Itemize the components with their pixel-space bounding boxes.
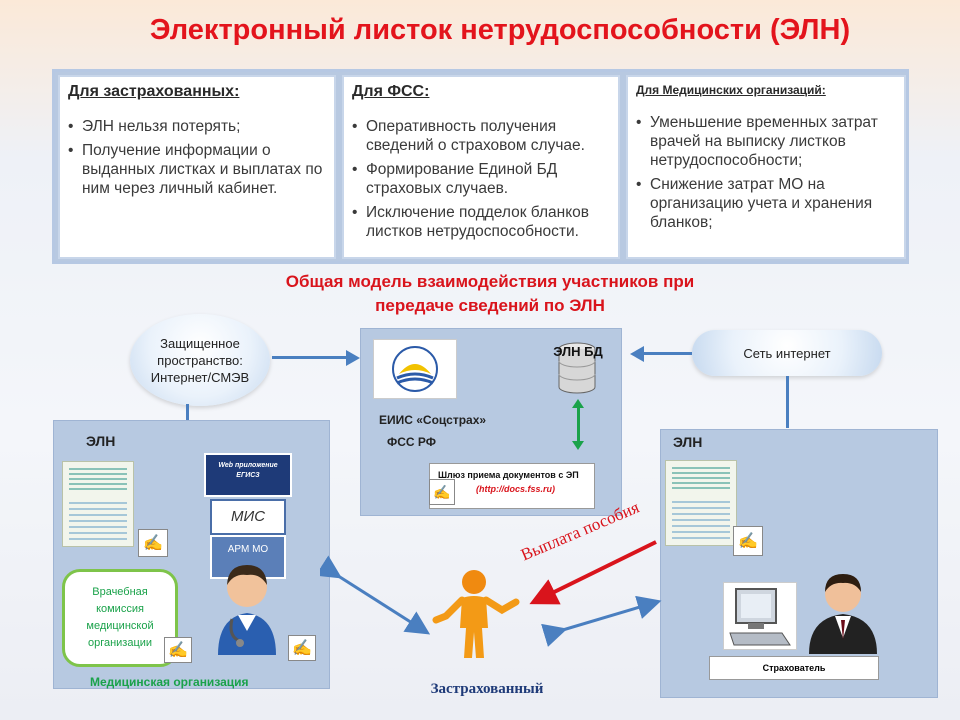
medical-commission: Врачебная комиссия медицинской организац… [62, 569, 178, 667]
insurer-label: Страхователь [709, 656, 879, 680]
fss-emblem-icon [392, 346, 438, 392]
arrow-up-icon [572, 399, 584, 408]
insured-person-icon [432, 570, 520, 658]
doctor-icon [218, 565, 276, 655]
column-heading: Для застрахованных: [68, 83, 240, 100]
connector-line [786, 376, 789, 428]
sick-leave-document [62, 461, 134, 547]
computer-icon [723, 582, 797, 650]
medical-org-caption: Медицинская организация [90, 675, 249, 689]
list-item: Уменьшение временных затрат врачей на вы… [636, 113, 896, 170]
list-item: Формирование Единой БД страховых случаев… [352, 160, 610, 198]
signature-icon: ✍ [733, 526, 763, 556]
cloud-secure-network: Защищенное пространство: Интернет/СМЭВ [130, 314, 270, 406]
insurer-person-icon [809, 574, 877, 654]
insurer-panel: ЭЛН ✍ Страхователь [660, 429, 938, 698]
medical-org-panel: ЭЛН ✍ Web приложение ЕГИСЗ МИС АРМ МО Вр… [53, 420, 330, 689]
insured-label: Застрахованный [430, 681, 544, 697]
signature-icon: ✍ [164, 637, 192, 663]
signature-icon: ✍ [288, 635, 316, 661]
database-icon [557, 341, 597, 395]
arrowhead-icon [346, 350, 360, 366]
arrow-to-center [272, 356, 352, 359]
list-item: Исключение подделок бланков листков нетр… [352, 203, 610, 241]
list-item: Снижение затрат МО на организацию учета … [636, 175, 896, 232]
signature-icon: ✍ [138, 529, 168, 557]
arrow-from-internet [644, 352, 692, 355]
flow-arrows [320, 540, 662, 647]
column-heading: Для Медицинских организаций: [636, 83, 826, 97]
column-insured: Для застрахованных: ЭЛН нельзя потерять;… [58, 75, 336, 259]
list-item: Оперативность получения сведений о страх… [352, 117, 610, 155]
sick-leave-document [665, 460, 737, 546]
eln-label: ЭЛН [673, 434, 703, 450]
fund-name: ФСС РФ [387, 435, 436, 449]
arrowhead-icon [630, 346, 644, 362]
model-subtitle: Общая модель взаимодействия участников п… [200, 270, 780, 318]
benefits-panel: Для застрахованных: ЭЛН нельзя потерять;… [52, 69, 909, 264]
sync-arrow-line [577, 405, 580, 443]
column-medical: Для Медицинских организаций: Уменьшение … [626, 75, 906, 259]
list-item: ЭЛН нельзя потерять; [68, 117, 326, 136]
column-fss: Для ФСС: Оперативность получения сведени… [342, 75, 620, 259]
list-item: Получение информации о выданных листках … [68, 141, 326, 198]
arrow-down-icon [572, 441, 584, 450]
system-name: ЕИИС «Соцстрах» [379, 413, 487, 427]
db-label: ЭЛН БД [553, 344, 603, 359]
commission-label: Врачебная комиссия медицинской организац… [86, 586, 154, 649]
subtitle-line: Общая модель взаимодействия участников п… [285, 272, 695, 291]
connector-line [186, 404, 189, 422]
eln-label: ЭЛН [86, 433, 116, 449]
mis-box[interactable]: МИС [210, 499, 286, 535]
subtitle-line: передаче сведений по ЭЛН [375, 296, 605, 315]
fss-system-panel: ЭЛН БД ЕИИС «Соцстрах» ФСС РФ Шлюз прием… [360, 328, 622, 516]
column-heading: Для ФСС: [352, 83, 430, 100]
cloud-label: Защищенное пространство: Интернет/СМЭВ [150, 335, 250, 385]
cloud-internet: Сеть интернет [692, 330, 882, 376]
fss-logo [373, 339, 457, 399]
gateway-url[interactable]: (http://docs.fss.ru) [476, 484, 555, 494]
page-title: Электронный листок нетрудоспособности (Э… [149, 14, 851, 46]
gateway-label: Шлюз приема документов с ЭП [438, 470, 579, 480]
egisz-web-app[interactable]: Web приложение ЕГИСЗ [204, 453, 292, 497]
signature-icon: ✍ [429, 479, 455, 505]
cloud-label: Сеть интернет [743, 345, 831, 361]
